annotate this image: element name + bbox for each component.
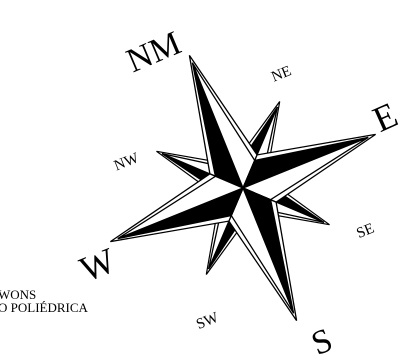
compass-rose — [110, 55, 375, 320]
label-nw: NW — [112, 150, 142, 175]
label-ne: NE — [269, 63, 294, 85]
label-s: S — [306, 322, 337, 361]
label-sw: SW — [194, 309, 222, 333]
label-se: SE — [354, 221, 376, 242]
label-e: E — [367, 94, 403, 139]
label-nm: NM — [121, 25, 186, 80]
label-w: W — [74, 240, 121, 290]
caption-line-2: O POLIÉDRICA — [0, 301, 88, 315]
